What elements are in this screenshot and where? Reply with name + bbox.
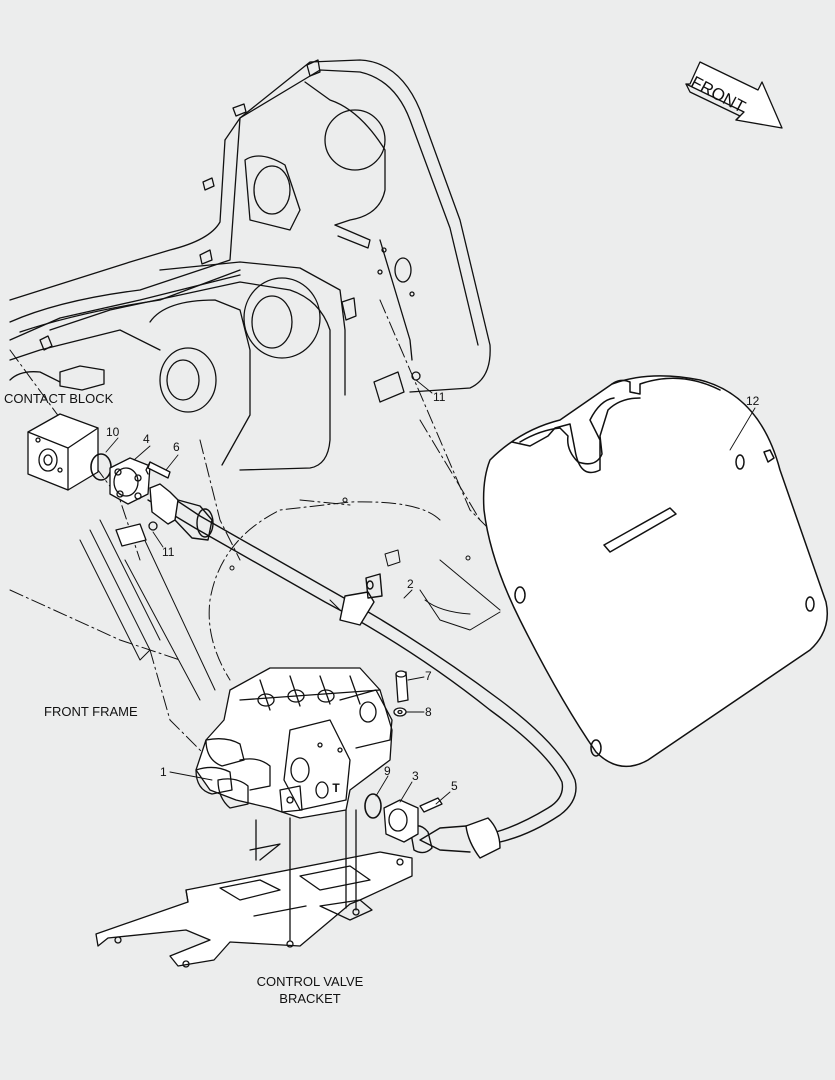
callout-12: 12 [746,394,760,408]
callout-6: 6 [173,440,180,454]
bolt-7 [395,670,409,703]
leader-lines [105,379,756,805]
control-valve-bracket [95,809,413,968]
callout-9: 9 [384,764,391,778]
callout-8: 8 [425,705,432,719]
split-flange-3 [383,799,419,843]
front-frame-label: FRONT FRAME [44,704,138,719]
callout-11-upper: 11 [433,390,446,404]
contact-block [27,413,99,491]
o-ring-9 [364,793,382,819]
washer-8 [393,707,407,717]
callout-1: 1 [160,765,167,779]
callout-7: 7 [425,669,432,683]
control-valve-bracket-label-line2: BRACKET [279,991,341,1006]
bolt-5 [419,797,443,813]
control-valve-bracket-label-line1: CONTROL VALVE [256,974,364,989]
control-valve-1 [195,667,393,819]
port-t-label: T [332,781,340,795]
hose-2 [147,483,577,859]
bolt-11-lower [115,521,158,547]
cover-plate-12 [482,375,828,768]
callout-5: 5 [451,779,458,793]
front-direction-arrow [685,61,783,129]
lower-frame [79,497,501,701]
callout-4: 4 [143,432,150,446]
loader-frame [9,59,491,471]
split-flange-4 [109,457,151,505]
contact-block-label: CONTACT BLOCK [4,391,114,406]
bolt-6 [145,461,171,479]
callout-10: 10 [106,425,120,439]
callout-11-lower: 11 [162,545,175,559]
callout-2: 2 [407,577,414,591]
callout-3: 3 [412,769,419,783]
